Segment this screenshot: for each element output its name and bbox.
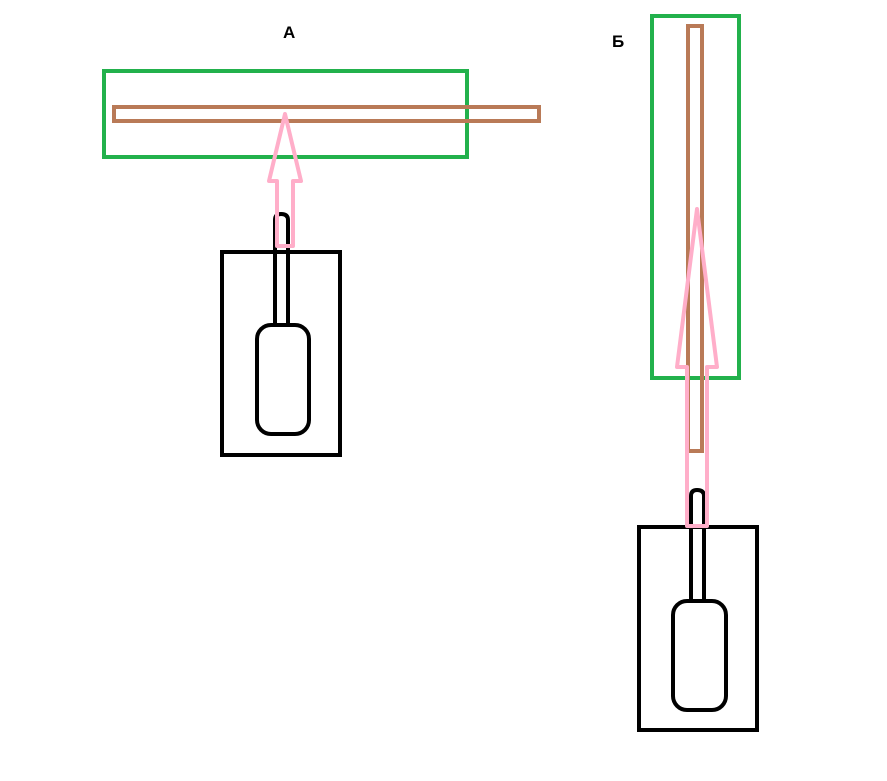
tool-handle-a — [255, 323, 311, 436]
brown-board-a — [112, 105, 541, 123]
pink-arrow-b — [675, 207, 719, 528]
tool-body-b — [637, 525, 759, 732]
tool-handle-b — [671, 599, 728, 712]
green-frame-b — [650, 14, 741, 380]
label-b: Б — [612, 32, 625, 51]
scenario-a — [102, 69, 541, 457]
green-frame-a — [102, 69, 469, 159]
tool-body-a — [220, 250, 342, 457]
tool-shaft-b — [689, 487, 706, 600]
label-a: А — [283, 23, 296, 42]
pink-arrow-a — [267, 112, 303, 248]
scenario-b — [637, 14, 759, 732]
